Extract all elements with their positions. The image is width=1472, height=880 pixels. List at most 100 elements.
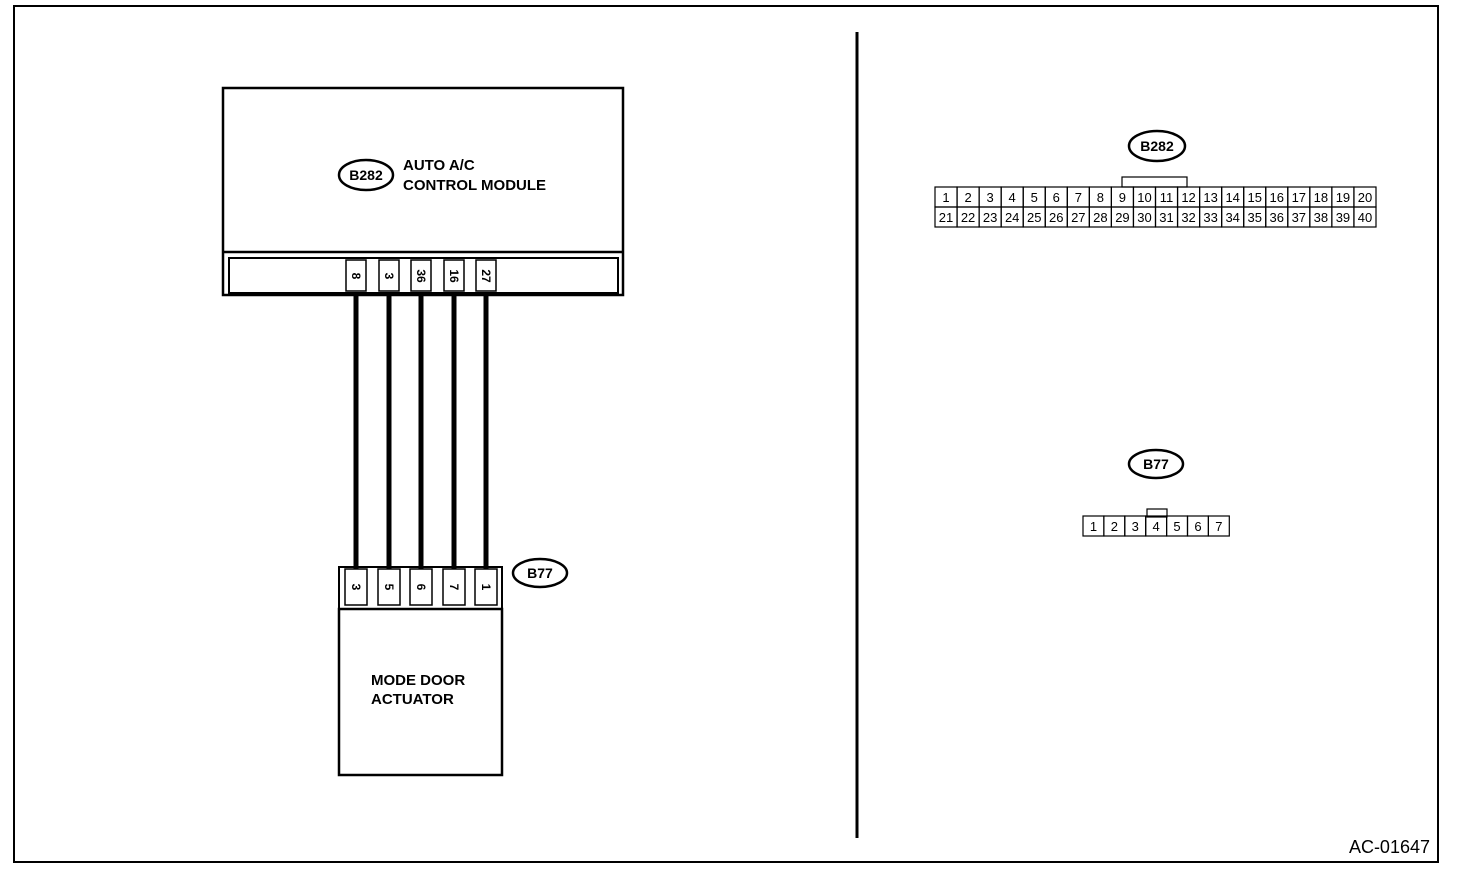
b282-pin-cell: 33 (1198, 206, 1223, 228)
b77-pin-cell: 3 (1124, 515, 1147, 537)
actuator-name-line2: ACTUATOR (371, 691, 454, 708)
b282-pin-cell: 24 (1000, 206, 1024, 228)
b282-pin-cell: 6 (1044, 186, 1068, 208)
actuator-terminal-number: 5 (382, 584, 396, 591)
b282-pin-number: 11 (1160, 190, 1174, 205)
b77-connector-code: B77 (527, 565, 553, 581)
wire-harness (353, 293, 489, 569)
b282-pin-number: 7 (1075, 190, 1082, 205)
b282-pin-number: 29 (1115, 210, 1129, 225)
actuator-terminal: 5 (377, 568, 401, 606)
b282-pin-number: 23 (983, 210, 997, 225)
b282-pin-cell: 4 (1000, 186, 1024, 208)
b282-pin-cell: 29 (1110, 206, 1135, 228)
b282-pin-cell: 30 (1132, 206, 1157, 228)
control-module-terminal-number: 3 (382, 273, 396, 280)
b282-pin-cell: 13 (1198, 186, 1223, 208)
actuator-terminal: 6 (409, 568, 433, 606)
b282-pin-cell: 27 (1066, 206, 1090, 228)
b282-pin-cell: 26 (1044, 206, 1068, 228)
b282-pin-cell: 28 (1088, 206, 1112, 228)
b282-pin-cell: 19 (1331, 186, 1355, 208)
actuator-terminal-number: 6 (414, 584, 428, 591)
b282-pin-cell: 22 (956, 206, 980, 228)
b282-pin-cell: 3 (978, 186, 1002, 208)
b282-pin-cell: 1 (934, 186, 958, 208)
b282-pin-number: 2 (964, 190, 971, 205)
b282-connector-oval (337, 158, 395, 192)
actuator-name-line1: MODE DOOR (371, 672, 465, 689)
b77-pin-cell: 4 (1145, 515, 1168, 537)
figure-id: AC-01647 (1349, 837, 1430, 857)
b282-pin-cell: 7 (1066, 186, 1090, 208)
b282-pin-number: 28 (1093, 210, 1107, 225)
b282-pin-cell: 23 (978, 206, 1002, 228)
b282-pin-number: 24 (1005, 210, 1019, 225)
b282-pin-number: 26 (1049, 210, 1063, 225)
control-module-terminal-number: 8 (349, 273, 363, 280)
actuator-terminal: 7 (442, 568, 466, 606)
b282-pin-number: 25 (1027, 210, 1041, 225)
b282-pin-number: 18 (1314, 190, 1328, 205)
b282-pin-cell: 36 (1265, 206, 1289, 228)
b282-pin-cell: 40 (1353, 206, 1377, 228)
control-module-terminal: 16 (443, 259, 465, 292)
b282-pin-number: 9 (1119, 190, 1126, 205)
actuator-box (337, 607, 504, 777)
b282-pin-number: 16 (1270, 190, 1284, 205)
control-module-terminal-number: 27 (479, 269, 493, 283)
b282-pin-cell: 39 (1331, 206, 1355, 228)
b77-pin-cell: 6 (1186, 515, 1209, 537)
b282-pin-cell: 8 (1088, 186, 1112, 208)
b77-pin-number: 5 (1173, 519, 1180, 534)
actuator-terminal-number: 7 (447, 584, 461, 591)
b77-pin-number: 6 (1194, 519, 1201, 534)
b77-lock-tab (1146, 508, 1168, 518)
b77-pin-cell: 2 (1103, 515, 1126, 537)
actuator-terminal-number: 1 (479, 584, 493, 591)
control-module-terminal-number: 36 (414, 269, 428, 283)
b282-pin-cell: 2 (956, 186, 980, 208)
b282-pin-cell: 35 (1243, 206, 1267, 228)
b77-pin-cell: 5 (1165, 515, 1189, 537)
b282-pin-number: 5 (1031, 190, 1038, 205)
b282-pin-number: 39 (1336, 210, 1350, 225)
b282-pin-number: 33 (1203, 210, 1217, 225)
b282-pin-number: 4 (1009, 190, 1016, 205)
actuator-terminal: 3 (344, 568, 368, 606)
b282-pin-cell: 14 (1221, 186, 1245, 208)
b282-pin-cell: 12 (1176, 186, 1201, 208)
b282-pin-cell: 37 (1287, 206, 1311, 228)
b282-pin-cell: 17 (1287, 186, 1311, 208)
b282-pin-number: 15 (1247, 190, 1261, 205)
control-module-terminals: 8 3 36 16 27 (345, 259, 497, 292)
b282-pin-cell: 15 (1243, 186, 1267, 208)
control-module-terminal-number: 16 (447, 269, 461, 283)
b282-pin-cell: 21 (934, 206, 958, 228)
b282-pin-number: 17 (1292, 190, 1306, 205)
b77-pin-cell: 7 (1207, 515, 1230, 537)
b282-pin-number: 32 (1181, 210, 1195, 225)
b77-pin-number: 1 (1090, 519, 1097, 534)
b282-pin-cell: 20 (1353, 186, 1377, 208)
b77-pin-cell: 1 (1082, 515, 1105, 537)
b282-pin-number: 22 (961, 210, 975, 225)
b282-pin-number: 14 (1225, 190, 1239, 205)
b282-pin-number: 35 (1247, 210, 1261, 225)
b77-view-code: B77 (1143, 456, 1169, 472)
control-module-name-line1: AUTO A/C (403, 157, 475, 174)
b282-connector-code: B282 (349, 167, 383, 183)
b282-pin-cell: 34 (1221, 206, 1245, 228)
b282-pin-cell: 31 (1154, 206, 1179, 228)
b282-pin-cell: 9 (1110, 186, 1135, 208)
b282-pin-cell: 5 (1022, 186, 1046, 208)
control-module-terminal: 3 (378, 259, 400, 292)
b282-pin-cell: 25 (1022, 206, 1046, 228)
b282-pin-cell: 10 (1132, 186, 1157, 208)
b77-connector-oval (511, 557, 569, 589)
